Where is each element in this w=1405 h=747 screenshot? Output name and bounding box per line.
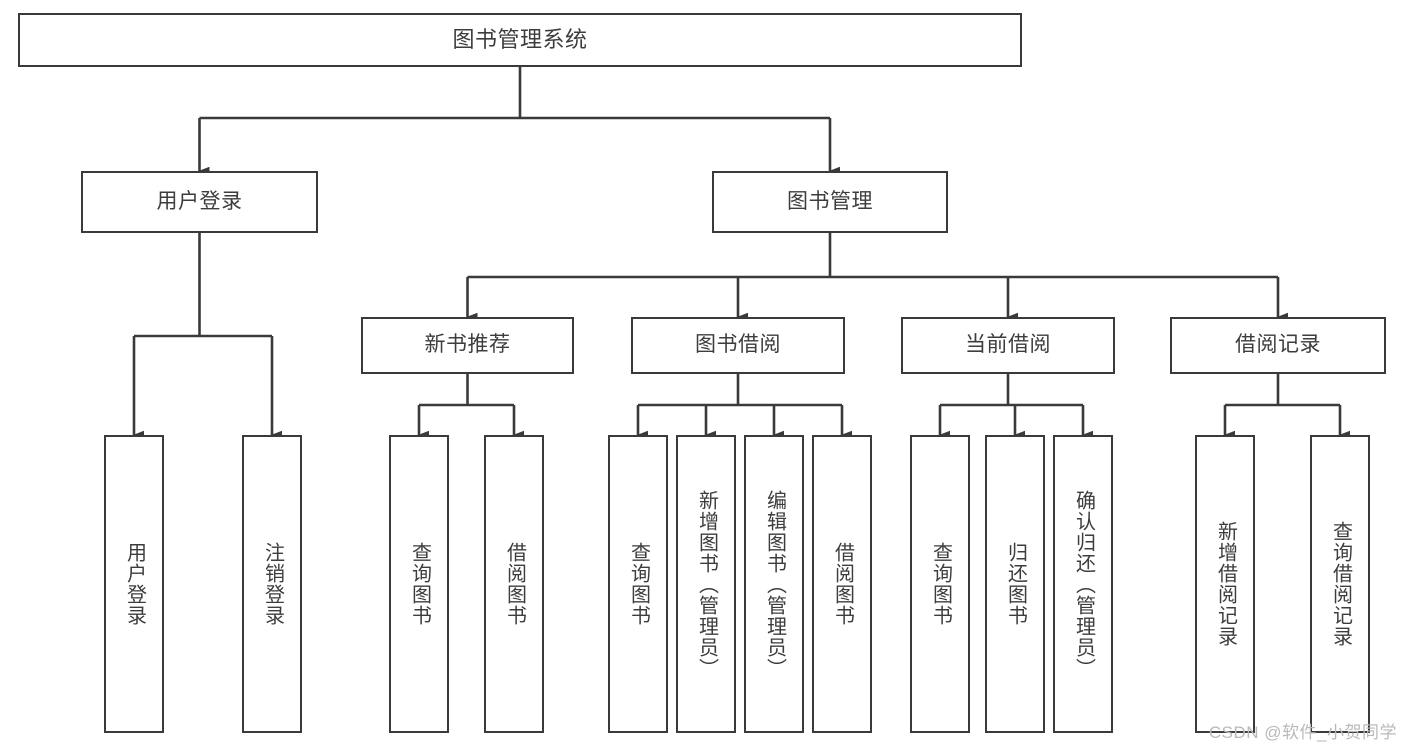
node-label-leaf-add-record: 新增借阅记录: [1214, 521, 1237, 647]
node-label-leaf-borrow-book-b: 借阅图书: [831, 542, 854, 626]
node-book-manage[interactable]: 图书管理: [712, 171, 948, 233]
node-label-leaf-query-book-rec: 查询图书: [408, 542, 431, 626]
node-current-borrow[interactable]: 当前借阅: [901, 317, 1115, 374]
node-label-borrow-record: 借阅记录: [1235, 333, 1321, 357]
watermark-label: CSDN @软件_小贺同学: [1208, 723, 1397, 742]
node-label-leaf-query-book-b: 查询图书: [627, 542, 650, 626]
node-label-current-borrow: 当前借阅: [965, 333, 1051, 357]
node-leaf-query-record[interactable]: 查询借阅记录: [1310, 435, 1370, 733]
node-leaf-add-book[interactable]: 新增图书（管理员）: [676, 435, 736, 733]
node-leaf-borrow-book-rec[interactable]: 借阅图书: [484, 435, 544, 733]
node-label-leaf-edit-book: 编辑图书（管理员）: [763, 489, 786, 679]
node-leaf-query-book-c[interactable]: 查询图书: [910, 435, 970, 733]
node-label-book-manage: 图书管理: [787, 189, 873, 213]
node-label-leaf-add-book: 新增图书（管理员）: [695, 489, 718, 679]
node-new-book-rec[interactable]: 新书推荐: [361, 317, 574, 374]
node-label-leaf-return-book: 归还图书: [1004, 542, 1027, 626]
node-leaf-add-record[interactable]: 新增借阅记录: [1195, 435, 1255, 733]
node-leaf-borrow-book-b[interactable]: 借阅图书: [812, 435, 872, 733]
node-leaf-user-login[interactable]: 用户登录: [104, 435, 164, 733]
node-leaf-query-book-b[interactable]: 查询图书: [608, 435, 668, 733]
node-leaf-query-book-rec[interactable]: 查询图书: [389, 435, 449, 733]
node-leaf-logout[interactable]: 注销登录: [242, 435, 302, 733]
node-root[interactable]: 图书管理系统: [18, 13, 1022, 67]
node-leaf-edit-book[interactable]: 编辑图书（管理员）: [744, 435, 804, 733]
node-label-book-borrow: 图书借阅: [695, 333, 781, 357]
node-label-leaf-borrow-book-rec: 借阅图书: [503, 542, 526, 626]
node-label-leaf-logout: 注销登录: [261, 542, 284, 626]
node-label-leaf-confirm-return: 确认归还（管理员）: [1072, 489, 1095, 679]
node-label-leaf-user-login: 用户登录: [123, 542, 146, 626]
node-user-login[interactable]: 用户登录: [81, 171, 318, 233]
node-book-borrow[interactable]: 图书借阅: [631, 317, 845, 374]
node-label-root: 图书管理系统: [452, 27, 588, 53]
node-label-new-book-rec: 新书推荐: [424, 333, 511, 357]
node-label-user-login: 用户登录: [156, 189, 243, 213]
node-label-leaf-query-record: 查询借阅记录: [1329, 521, 1352, 647]
edges-group: [132, 67, 1350, 440]
node-leaf-confirm-return[interactable]: 确认归还（管理员）: [1053, 435, 1113, 733]
node-leaf-return-book[interactable]: 归还图书: [985, 435, 1045, 733]
node-borrow-record[interactable]: 借阅记录: [1170, 317, 1386, 374]
node-label-leaf-query-book-c: 查询图书: [929, 542, 952, 626]
